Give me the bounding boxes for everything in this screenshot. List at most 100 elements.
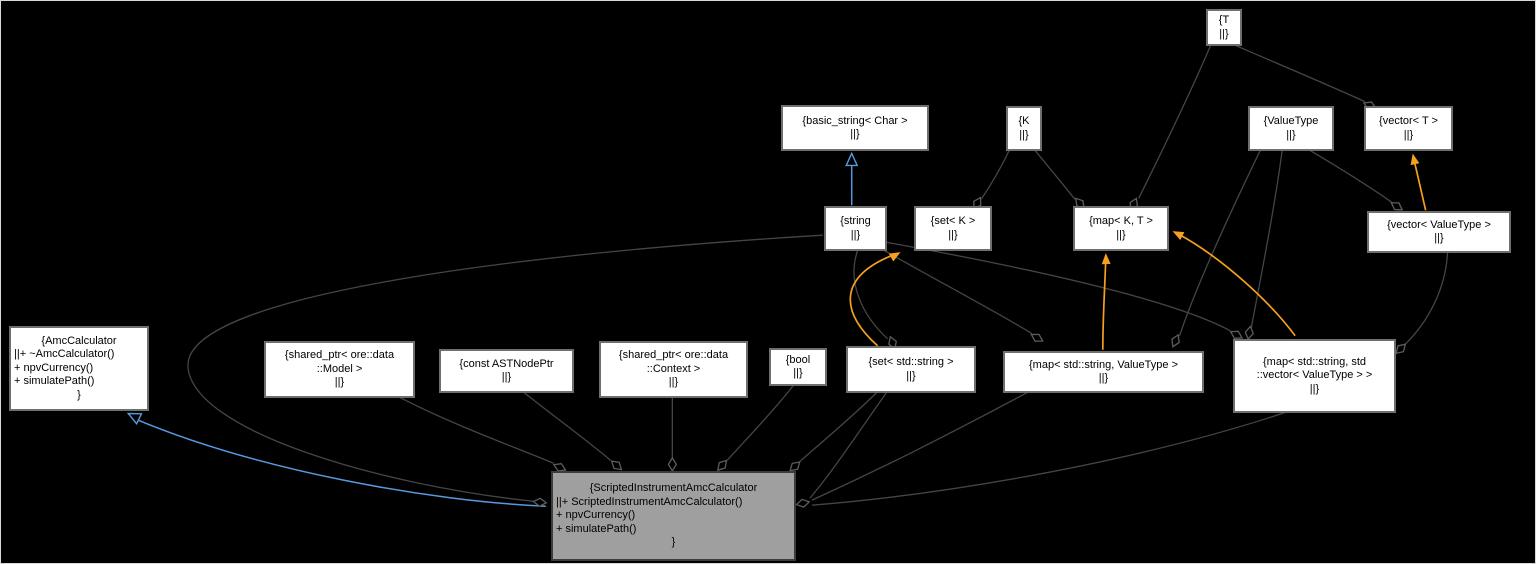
node-label-line: ||} [948,228,958,241]
node-label-line: {T [1218,14,1230,26]
node-label-line: {basic_string< Char > [802,114,908,127]
node-label-line: } [77,388,81,401]
node-label-line: ||} [1309,382,1320,395]
aggregation-diamond [717,459,728,472]
node-label-line: ||} [1434,232,1444,244]
node-label-line: ::vector< ValueType > > [1256,369,1373,382]
node-shared-ptr-context[interactable]: {shared_ptr< ore::data::Context >||} [599,341,748,398]
edge-map-sv-to-string [881,248,1033,335]
node-basic-string[interactable]: {basic_string< Char >||} [781,105,929,151]
edge-set-string-to-set-k-arrowhead [888,252,901,262]
node-label-line: ||} [1403,128,1414,141]
node-label-line: ||} [793,367,803,379]
node-k[interactable]: {K||} [1006,106,1042,151]
node-label-line: {ScriptedInstrumentAmcCalculator [589,482,758,495]
aggregation-diamond [789,461,801,472]
node-label-line: {set< K > [930,215,976,227]
edge-scripted-to-amccalculator [133,417,546,507]
edge-map-svec-to-string [885,241,1231,332]
node-label-line: + npvCurrency() [14,361,94,374]
edge-vector-vt-to-vector-t-arrowhead [1410,153,1420,166]
edge-map-svec-to-valuetype [1250,150,1283,328]
node-set-string[interactable]: {set< std::string >||} [846,346,976,393]
edge-scripted-aggregate-extra [809,389,890,499]
edge-set-k-to-k [980,150,1010,200]
aggregation-diamond [1395,343,1407,355]
edge-set-string-to-set-k [849,253,896,347]
edge-scripted-to-model [398,396,555,464]
node-set-k[interactable]: {set< K >||} [914,206,992,251]
aggregation-diamond [610,460,623,471]
node-label-line: {map< std::string, std [1262,355,1367,368]
node-label-line: + npvCurrency() [556,509,636,522]
node-label-line: {string [840,215,871,227]
node-label-line: {map< K, T > [1089,215,1153,227]
node-label-line: ||} [501,371,512,383]
edge-map-kt-to-k [1034,150,1076,200]
node-vector-valuetype[interactable]: {vector< ValueType >||} [1367,211,1511,253]
node-label-line: {shared_ptr< ore::data [284,349,395,362]
node-amc-calculator[interactable]: {AmcCalculator||+ ~AmcCalculator()+ npvC… [9,326,149,411]
node-label-line: ||} [1219,27,1229,40]
edge-map-svec-to-map-kt-arrowhead [1172,231,1185,241]
node-label-line: {AmcCalculator [41,334,117,347]
node-label-line: ||} [850,228,861,241]
node-vector-t[interactable]: {vector< T >||} [1364,106,1453,151]
node-label-line: + simulatePath() [14,375,95,388]
aggregation-diamond [1030,333,1044,342]
node-label-line: ||} [1019,128,1029,141]
edge-map-svec-to-map-kt [1178,233,1296,337]
node-label-line: ||} [668,376,679,389]
node-label-line: {set< std::string > [868,356,954,368]
node-map-string-valuetype[interactable]: {map< std::string, ValueType >||} [1003,351,1204,393]
node-label-line: {map< std::string, ValueType > [1029,358,1178,371]
edge-vector-vt-to-vector-t [1412,158,1427,211]
edge-scripted-to-set-string [799,391,879,462]
node-t[interactable]: {T||} [1206,9,1242,46]
edge-string-to-basic-string-arrowhead [845,151,859,167]
node-scripted[interactable]: {ScriptedInstrumentAmcCalculator||+ Scri… [551,471,796,561]
aggregation-diamond [1390,202,1404,211]
aggregation-diamond [1244,325,1254,341]
node-label-line: } [671,536,676,549]
aggregation-diamond [1229,330,1244,339]
aggregation-diamond [667,456,678,473]
node-valuetype[interactable]: {ValueType||} [1248,106,1334,151]
edge-scripted-to-string [187,234,823,502]
node-label-line: {K [1018,115,1030,127]
node-label-line: ||+ ScriptedInstrumentAmcCalculator() [556,495,743,508]
node-map-kt[interactable]: {map< K, T >||} [1073,206,1169,251]
node-label-line: ||} [906,369,916,382]
node-bool[interactable]: {bool||} [769,348,827,386]
aggregation-diamond [795,498,811,508]
edge-map-sv-to-map-kt [1101,258,1107,350]
aggregation-diamond [552,463,567,472]
node-label-line: ::Model > [316,362,363,375]
node-label-line: {shared_ptr< ore::data [618,349,729,362]
node-label-line: ||} [1116,228,1126,241]
node-map-string-vector[interactable]: {map< std::string, std::vector< ValueTyp… [1233,339,1396,413]
node-string[interactable]: {string||} [824,206,887,251]
node-label-line: ||+ ~AmcCalculator() [14,348,115,361]
node-shared-ptr-model[interactable]: {shared_ptr< ore::data::Model >||} [264,341,415,398]
node-label-line: {const ASTNodePtr [459,357,554,370]
node-label-line: ||} [334,376,345,389]
node-label-line: ||} [850,128,860,140]
node-label-line: {vector< ValueType > [1387,218,1491,231]
aggregation-diamond [532,497,548,507]
edge-set-string-to-string [853,249,889,340]
edge-scripted-to-amccalculator-arrowhead [126,412,143,425]
edge-scripted-to-map-svec [811,410,1289,506]
edge-map-sv-to-map-kt-arrowhead [1101,253,1111,265]
edge-scripted-to-astnodeptr [522,391,611,461]
edge-scripted-to-map-sv [811,391,1030,501]
node-label-line: {vector< T > [1379,115,1438,127]
edge-scripted-to-bool [726,384,795,461]
node-label-line: ||} [1098,372,1109,384]
node-label-line: {bool [785,353,811,366]
node-label-line: ||} [1286,128,1296,141]
node-const-astnodeptr[interactable]: {const ASTNodePtr||} [439,349,574,393]
edge-vector-vt-to-valuetype [1309,149,1393,203]
